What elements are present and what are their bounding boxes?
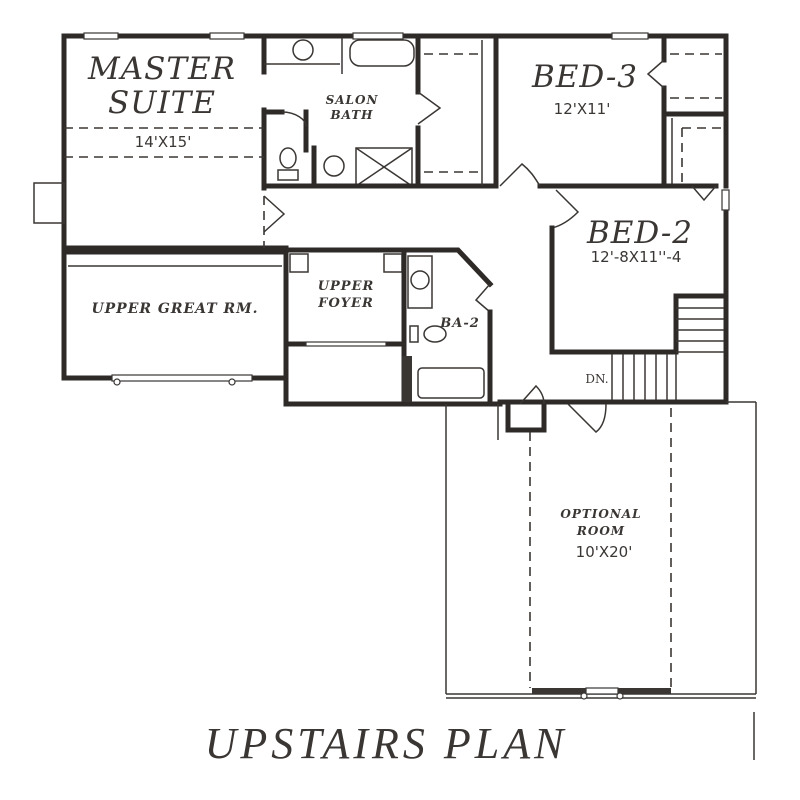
- upper-great-room-label: UPPER GREAT RM.: [91, 301, 259, 317]
- upper-foyer-walls: [283, 247, 407, 407]
- ba-2-label: BA-2: [440, 316, 480, 331]
- master-suite-name-line2: SUITE: [108, 85, 216, 121]
- master-suite-walls: [61, 33, 289, 251]
- upper-foyer-label: UPPER FOYER: [318, 278, 375, 312]
- salon-bath-name-line1: SALON: [325, 93, 379, 107]
- stairs-down-label: DN.: [585, 372, 609, 386]
- optional-room-name-line1: OPTIONAL: [560, 507, 642, 521]
- chase-bumpout: [33, 182, 65, 224]
- windows: [83, 32, 730, 386]
- salon-bath: [261, 33, 499, 189]
- bed-2-walls: [549, 189, 729, 400]
- optional-room-name-line2: ROOM: [576, 524, 626, 538]
- salon-bath-label: SALON BATH: [326, 93, 379, 123]
- optional-room-label: OPTIONAL ROOM: [560, 506, 641, 540]
- bed-3-label: BED-3: [531, 59, 639, 95]
- upper-foyer-name-line2: FOYER: [318, 296, 374, 311]
- bed-2-size: 12'-8X11''-4: [590, 248, 682, 266]
- master-suite-label: MASTER SUITE: [88, 52, 236, 120]
- hall-closet: [505, 384, 607, 433]
- master-suite-size: 14'X15': [134, 133, 192, 151]
- plan-title: UPSTAIRS PLAN: [204, 719, 568, 768]
- bed-3-size: 12'X11': [553, 100, 611, 118]
- master-suite-name-line1: MASTER: [87, 51, 237, 87]
- optional-room-size: 10'X20': [575, 543, 633, 561]
- salon-bath-name-line2: BATH: [330, 108, 374, 122]
- ba-2-walls: [401, 247, 494, 405]
- bed-2-label: BED-2: [586, 215, 694, 251]
- upper-great-room-walls: [61, 249, 289, 267]
- optional-room-walls: [445, 401, 757, 700]
- bed-3-walls: [499, 33, 729, 202]
- upper-foyer-name-line1: UPPER: [317, 279, 375, 294]
